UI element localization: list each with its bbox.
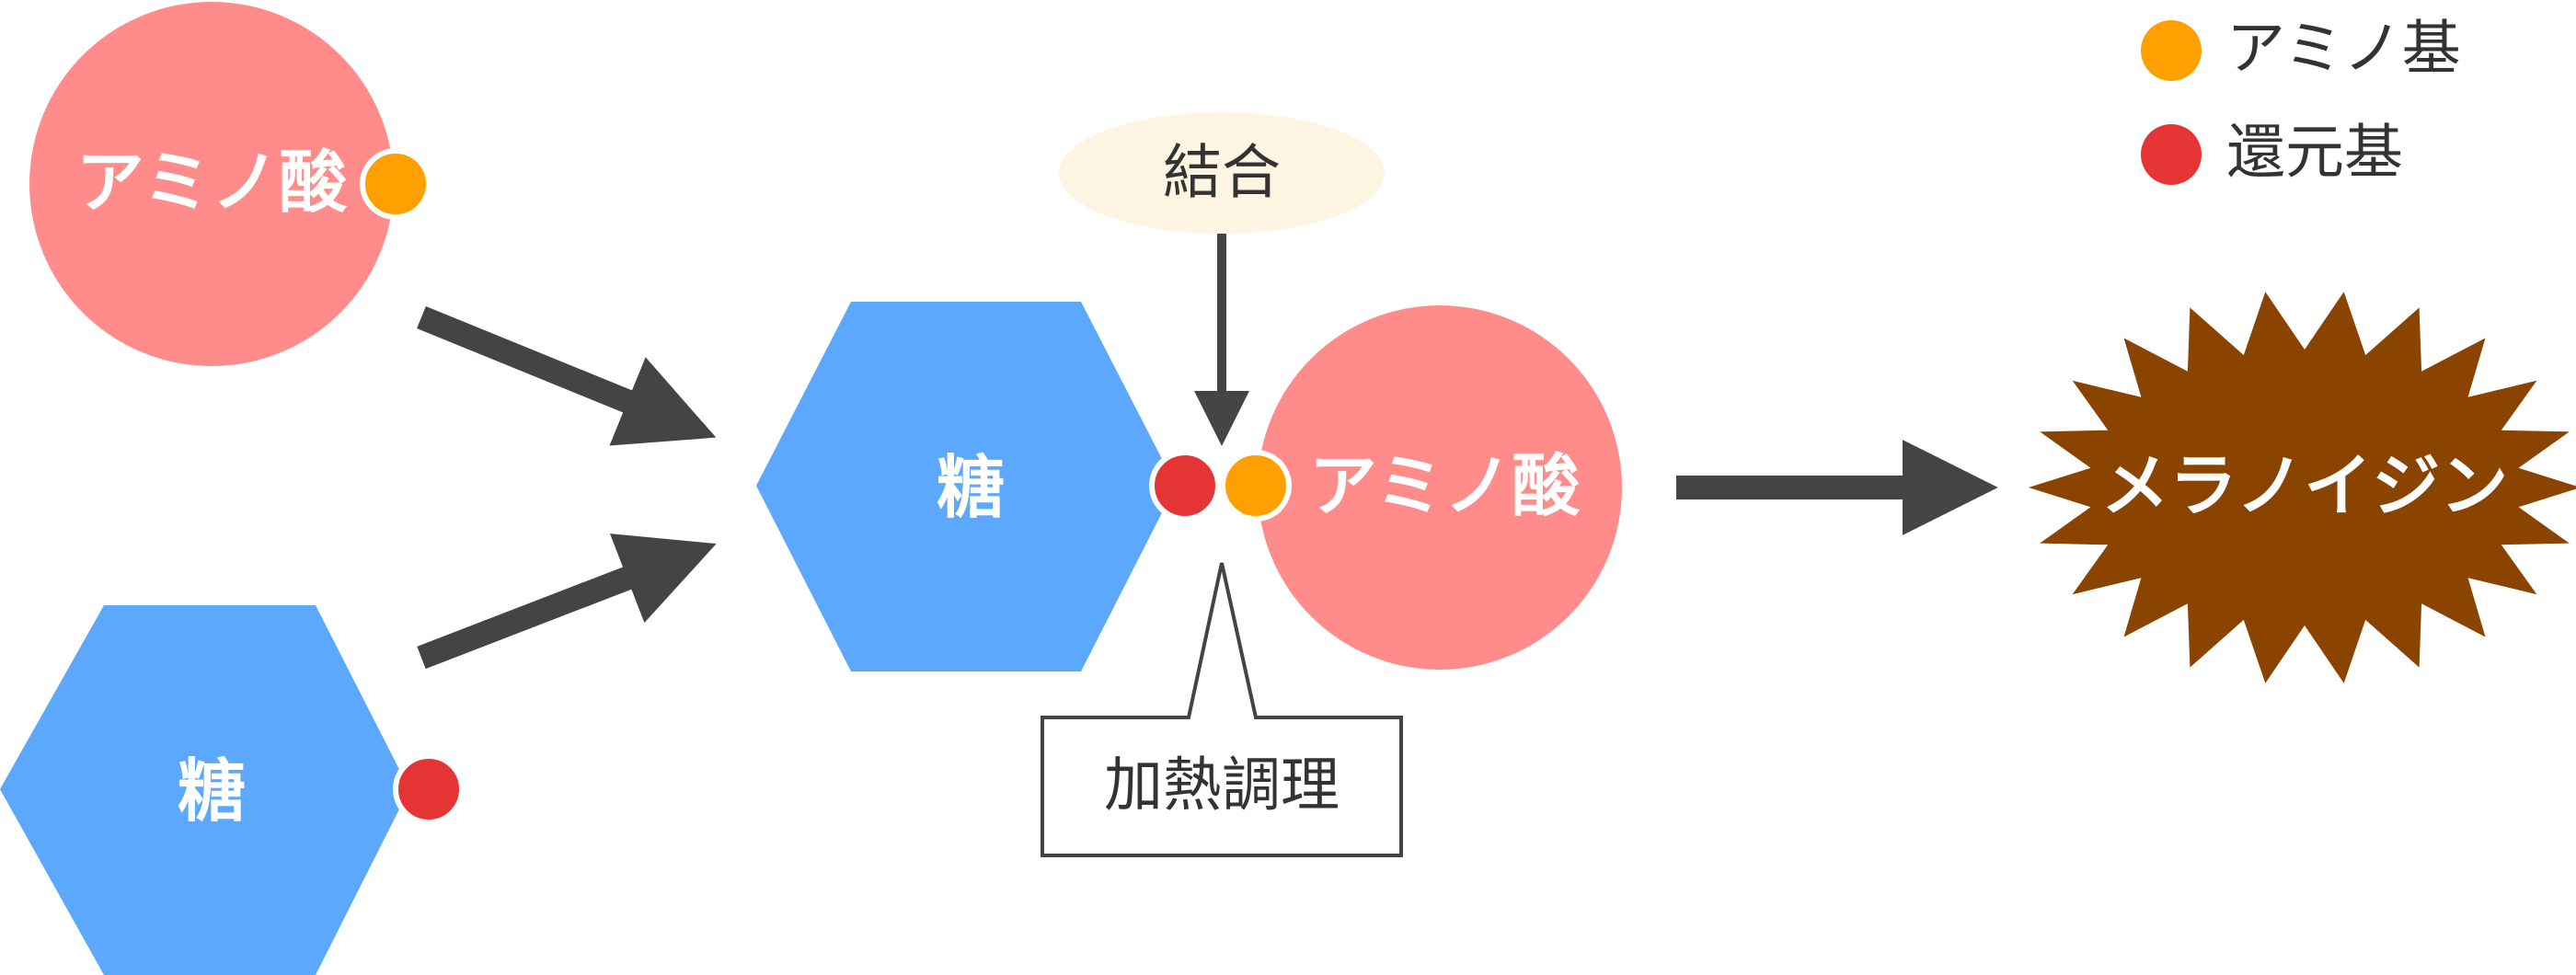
complex-group: 糖 アミノ酸 — [756, 302, 1622, 671]
product-label: メラノイジン — [2101, 447, 2509, 526]
complex-amino-acid-circle — [1258, 305, 1622, 670]
melanoidin-starburst — [2029, 292, 2576, 683]
arrow-amino-acid-to-complex — [417, 305, 717, 446]
amino-acid-circle — [29, 2, 394, 366]
legend-amino-group-icon — [2141, 20, 2202, 81]
arrow-sugar-to-complex — [417, 533, 717, 670]
complex-amino-acid-label: アミノ酸 — [1309, 447, 1581, 526]
legend-reducing-group-label: 還元基 — [2226, 120, 2403, 188]
legend-reducing-group-icon — [2141, 124, 2202, 185]
reactant-amino-acid-label: アミノ酸 — [76, 143, 349, 223]
legend-amino-group-label: アミノ基 — [2226, 16, 2461, 84]
bond-callout: 結合 — [1059, 112, 1385, 446]
legend: アミノ基 還元基 — [2141, 16, 2461, 188]
sugar-hexagon — [0, 605, 409, 975]
amino-group-dot — [360, 148, 431, 220]
complex-sugar-label: 糖 — [937, 449, 1005, 528]
reactant-amino-acid: アミノ酸 — [29, 2, 431, 366]
product-melanoidin: メラノイジン — [2029, 292, 2576, 683]
reactant-sugar-label: 糖 — [178, 752, 246, 832]
complex-amino-group-dot — [1220, 450, 1292, 522]
bond-label: 結合 — [1163, 140, 1281, 208]
bond-bubble — [1059, 112, 1385, 234]
reactant-sugar: 糖 — [0, 605, 465, 975]
complex-sugar-hexagon — [756, 302, 1176, 671]
heat-callout-box — [1041, 562, 1403, 857]
heat-label: 加熱調理 — [1104, 752, 1340, 820]
heat-callout: 加熱調理 — [1041, 562, 1403, 857]
reducing-group-dot — [393, 753, 465, 825]
complex-reducing-group-dot — [1149, 450, 1221, 522]
